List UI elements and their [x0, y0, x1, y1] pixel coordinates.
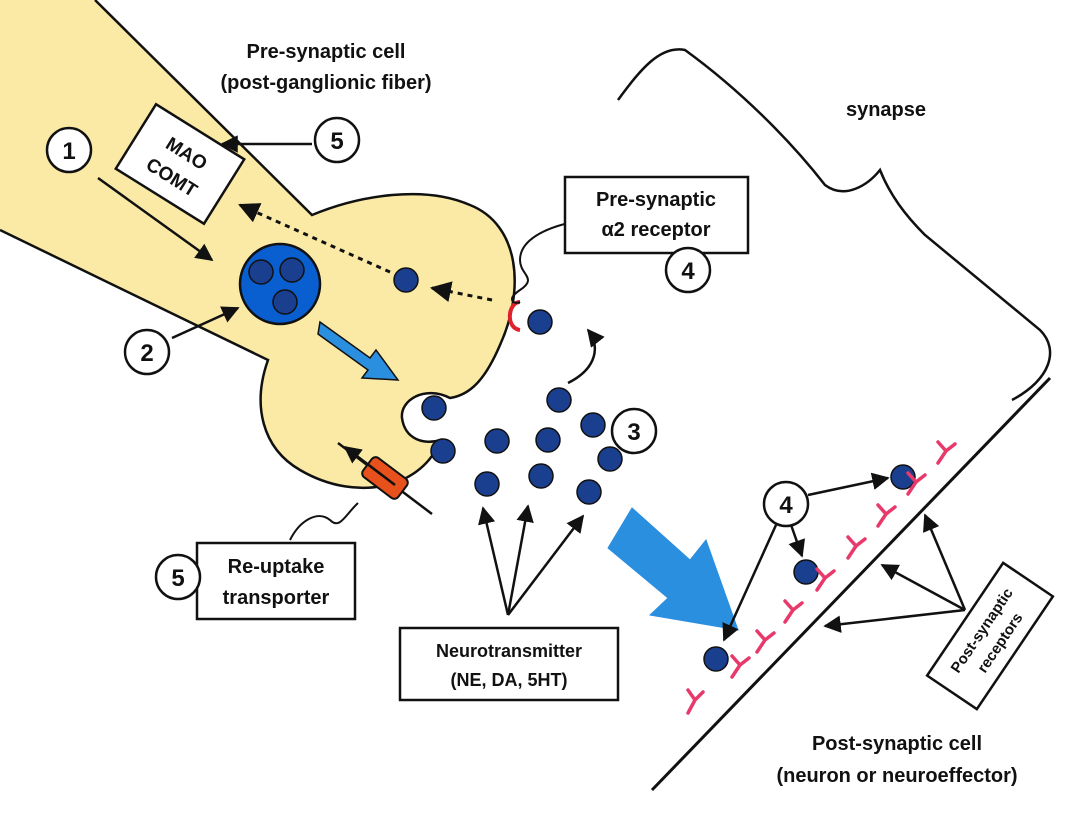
molecule: [421, 395, 447, 421]
neurotransmitter-pointers: [478, 504, 585, 616]
postsyn-cell-title-line1: Post-synaptic cell: [812, 733, 982, 755]
receptor-icon: [846, 535, 867, 560]
step4-postsyn-pointers: [722, 472, 890, 642]
receptor-icon: [906, 471, 927, 496]
step-3-badge: 3: [610, 407, 658, 455]
molecule: [430, 438, 456, 464]
presynaptic-title-line1: Pre-synaptic cell: [247, 41, 406, 63]
receptor-icon: [936, 440, 957, 465]
reuptake-dotted-arrow: [429, 281, 493, 303]
alpha2-label-line1: Pre-synaptic: [596, 189, 716, 211]
molecule: [527, 309, 553, 335]
neurotransmitter-label-line1: Neurotransmitter: [436, 641, 582, 661]
release-arrow-icon: [317, 320, 400, 381]
step-1-badge: 1: [45, 126, 93, 174]
reuptake-label-line2: transporter: [223, 587, 330, 609]
molecule: [484, 428, 510, 454]
step2-arrow: [171, 306, 240, 340]
postsynaptic-pointers: [823, 513, 967, 633]
step-4-presyn-badge: 4: [664, 246, 712, 294]
neurotransmitter-label-line2: (NE, DA, 5HT): [451, 670, 568, 690]
svg-text:5: 5: [171, 565, 184, 592]
autoreceptor-curved-arrow: [567, 328, 605, 385]
receptor-icon: [783, 599, 804, 624]
receptor-icon: [730, 654, 751, 679]
alpha2-receptor-icon: [507, 300, 521, 332]
receptor-icon: [876, 503, 897, 528]
step-5-mao-badge: 5: [313, 116, 361, 164]
metabolism-dotted-arrow: [238, 203, 391, 274]
molecule: [890, 464, 916, 490]
postsynaptic-membrane: [650, 376, 1052, 792]
alpha2-pointer-wiggle: [511, 221, 574, 304]
step-5-reuptake-badge: 5: [154, 553, 202, 601]
molecule: [703, 646, 729, 672]
svg-text:4: 4: [681, 258, 695, 285]
step-2-badge: 2: [123, 328, 171, 376]
vesicle-icon: [238, 242, 322, 326]
svg-text:1: 1: [62, 138, 75, 165]
step-4-postsyn-badge: 4: [762, 480, 810, 528]
svg-text:4: 4: [779, 492, 793, 519]
molecule: [597, 446, 623, 472]
reuptake-label-wiggle: [289, 502, 359, 541]
mao-comt-box: MAO COMT: [114, 102, 246, 226]
svg-text:5: 5: [330, 128, 343, 155]
postsyn-cell-title-line2: (neuron or neuroeffector): [776, 765, 1017, 787]
presynaptic-cell-outline: [0, 0, 516, 490]
neurotransmitter-molecules: [393, 267, 916, 672]
molecule: [528, 463, 554, 489]
molecule: [393, 267, 419, 293]
alpha2-label-box: [563, 175, 750, 255]
receptor-icon: [686, 688, 705, 715]
presynaptic-title-line2: (post-ganglionic fiber): [220, 72, 431, 94]
molecule: [793, 559, 819, 585]
reuptake-arrow: [343, 445, 396, 486]
svg-text:2: 2: [140, 340, 153, 367]
molecule: [576, 479, 602, 505]
postsynaptic-receptors: [686, 440, 957, 715]
postsyn-receptors-box: Post-synaptic receptors: [925, 561, 1055, 711]
receptor-icon: [755, 629, 776, 654]
reuptake-label-line1: Re-uptake: [228, 556, 325, 578]
neurotransmitter-label-box: [398, 626, 620, 702]
diffusion-arrow-icon: [607, 507, 739, 631]
synapse-bracket: [616, 48, 1052, 402]
alpha2-label-line2: α2 receptor: [601, 219, 710, 241]
step1-arrow: [97, 176, 214, 262]
reuptake-label-box: [195, 541, 357, 621]
molecule: [535, 427, 561, 453]
svg-text:3: 3: [627, 419, 640, 446]
molecule: [546, 387, 572, 413]
receptor-icon: [815, 567, 836, 592]
synapse-label: synapse: [846, 99, 926, 121]
molecule: [474, 471, 500, 497]
molecule: [580, 412, 606, 438]
